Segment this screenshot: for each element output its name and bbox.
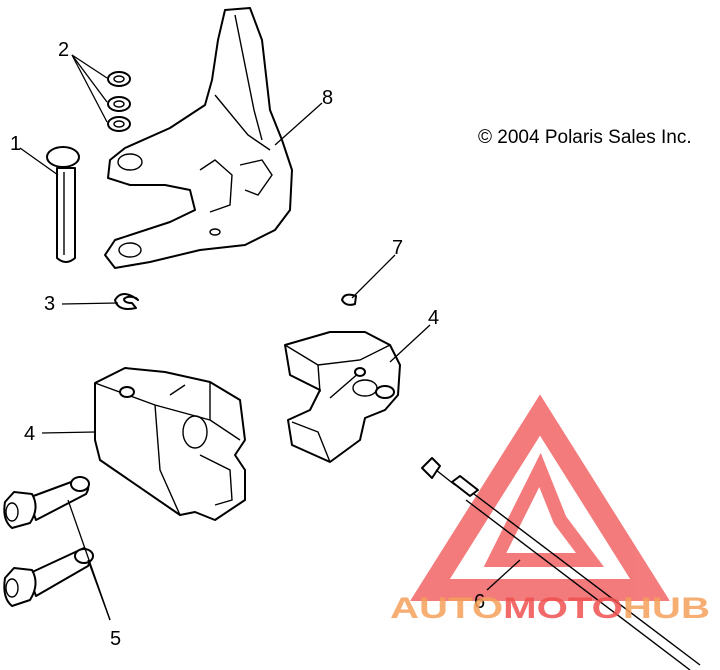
pin-icon <box>46 146 80 263</box>
callout-1: 1 <box>10 133 21 155</box>
copyright-text: © 2004 Polaris Sales Inc. <box>478 127 692 148</box>
watermark-auto: AUTO <box>390 592 503 625</box>
watermark-logo <box>410 394 670 601</box>
callout-labels: 1 2 3 8 7 4 4 5 6 <box>10 39 485 650</box>
callout-7: 7 <box>392 237 403 259</box>
cable-icon <box>421 457 701 670</box>
bracket-icon <box>104 7 293 269</box>
leader-lines <box>19 54 521 621</box>
callout-3: 3 <box>44 293 55 315</box>
callout-6: 6 <box>474 591 485 613</box>
watermark-moto: MOTO <box>503 592 623 625</box>
callout-4-right: 4 <box>428 307 439 329</box>
watermark-hub: HUB <box>623 592 710 625</box>
washer-icon <box>107 71 131 132</box>
callout-2: 2 <box>58 39 69 61</box>
bolt-icon <box>3 476 90 529</box>
callout-5: 5 <box>110 628 121 650</box>
block-icon <box>94 367 246 521</box>
callout-4-left: 4 <box>24 423 35 445</box>
block-icon <box>284 331 401 463</box>
bolt-icon <box>3 547 94 607</box>
callout-8: 8 <box>322 87 333 109</box>
clip-icon <box>114 293 139 310</box>
